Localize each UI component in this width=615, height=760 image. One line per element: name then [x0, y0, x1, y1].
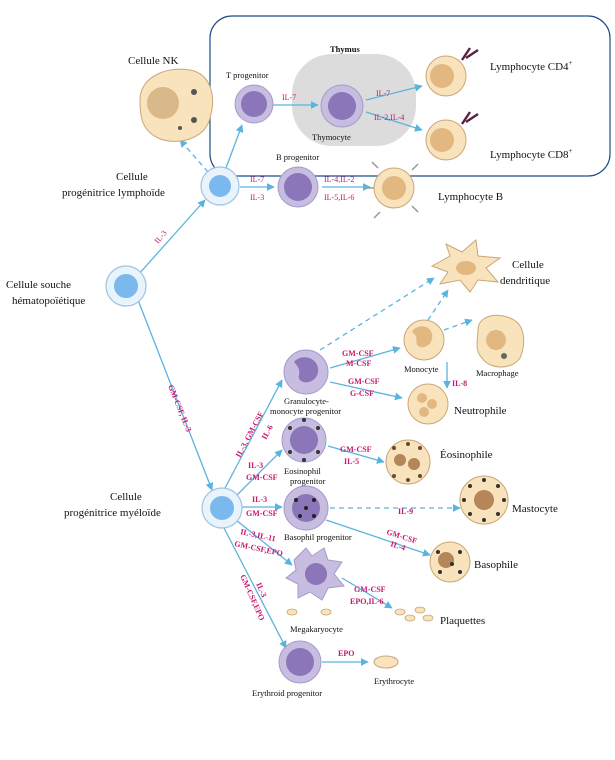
b-lymphocyte-cell [366, 161, 419, 219]
neutrophil-cell [407, 383, 449, 425]
label-gm-prog-2: monocyte progenitor [270, 406, 341, 416]
arrows [137, 83, 473, 666]
monocyte-cell [403, 319, 445, 361]
macrophage-cell [476, 314, 525, 368]
cytokine-mono-m: M-CSF [346, 359, 371, 368]
label-eos-prog-1: Eosinophil [284, 466, 321, 476]
mastocyte-cell [459, 475, 509, 525]
stem-cell [105, 265, 147, 307]
erythroid-progenitor-cell [278, 640, 322, 684]
label-nk: Cellule NK [128, 55, 178, 67]
thymocyte-cell [320, 84, 364, 128]
cytokine-b-il3: IL-3 [250, 193, 264, 202]
label-b-progenitor: B progenitor [276, 152, 319, 162]
label-stem-2: hématopoïétique [12, 295, 85, 307]
erythrocyte-cell [373, 655, 399, 669]
label-cd4: Lymphocyte CD4+ [490, 59, 573, 73]
label-megakaryocyte: Megakaryocyte [290, 624, 343, 634]
cytokine-epo: EPO [338, 649, 354, 658]
t-progenitor-cell [234, 84, 274, 124]
cytokine-plt-epo: EPO,IL-6 [350, 597, 384, 606]
label-mastocyte: Mastocyte [512, 503, 558, 515]
cytokine-eos-il5: IL-5 [344, 457, 359, 466]
label-gm-prog-1: Granulocyte- [284, 396, 329, 406]
label-eosinophil: Éosinophile [440, 449, 493, 461]
cytokine-th-il24: IL-2,IL-4 [374, 113, 404, 122]
label-macrophage: Macrophage [476, 368, 519, 378]
cytokine-th-il7: IL-7 [376, 89, 390, 98]
label-stem-1: Cellule souche [6, 279, 71, 291]
dendritic-cell [430, 239, 502, 293]
cytokine-baso-gm: GM-CSF [246, 509, 278, 518]
cytokine-b-il7: IL-7 [250, 175, 264, 184]
eosinophil-progenitor-cell [281, 417, 327, 463]
b-progenitor-cell [277, 166, 319, 208]
cytokine-b-il56: IL-5,IL-6 [324, 193, 354, 202]
myeloid-progenitor-cell [201, 487, 243, 529]
cytokine-eos-gm2: GM-CSF [340, 445, 372, 454]
label-cd8: Lymphocyte CD8+ [490, 147, 573, 161]
lymphoid-progenitor-cell [200, 166, 240, 206]
label-thymocyte: Thymocyte [312, 132, 351, 142]
cytokine-plt-gm: GM-CSF [354, 585, 386, 594]
cytokine-neut-g: G-CSF [350, 389, 374, 398]
platelets-cells [286, 606, 434, 622]
label-lymphoid-2: progénitrice lymphoïde [62, 187, 165, 199]
label-erythrocyte: Erythrocyte [374, 676, 414, 686]
cytokine-baso-il4: IL-4 [389, 539, 406, 552]
label-eos-prog-2: progenitor [290, 476, 326, 486]
label-myeloid-1: Cellule [110, 491, 142, 503]
basophil-progenitor-cell [283, 485, 329, 531]
label-baso-prog: Basophil progenitor [284, 532, 352, 542]
cytokine-b-il42: IL-4,IL-2 [324, 175, 354, 184]
gm-progenitor-cell [283, 349, 329, 395]
cytokine-mk-gm: GM-CSF,EPO [234, 539, 284, 558]
label-b-lymphocyte: Lymphocyte B [438, 191, 503, 203]
label-lymphoid-1: Cellule [116, 171, 148, 183]
cytokine-il9: IL-9 [398, 507, 413, 516]
label-platelets: Plaquettes [440, 615, 485, 627]
cytokine-mono-gm: GM-CSF [342, 349, 374, 358]
cytokine-eos-gm: GM-CSF [246, 473, 278, 482]
cytokine-myeloid-gm: GM-CSF, IL-3 [166, 383, 193, 433]
cytokine-eos-il3: IL-3 [248, 461, 263, 470]
nk-cell [139, 68, 213, 142]
cd4-lymphocyte-cell [425, 47, 479, 97]
label-t-progenitor: T progenitor [226, 70, 269, 80]
label-thymus: Thymus [330, 44, 360, 54]
eosinophil-cell [385, 439, 431, 485]
label-monocyte: Monocyte [404, 364, 439, 374]
cytokine-neut-gm: GM-CSF [348, 377, 380, 386]
label-dendritic-2: dendritique [500, 275, 550, 287]
cytokine-il8: IL-8 [452, 379, 467, 388]
basophil-cell [429, 541, 471, 583]
cytokine-baso-il3: IL-3 [252, 495, 267, 504]
cytokine-t-il7: IL-7 [282, 93, 296, 102]
label-basophil: Basophile [474, 559, 518, 571]
cytokine-gm-branch2: IL-6 [260, 423, 275, 441]
label-dendritic-1: Cellule [512, 259, 544, 271]
label-erythroid: Erythroid progenitor [252, 688, 322, 698]
cd8-lymphocyte-cell [425, 111, 479, 161]
label-myeloid-2: progénitrice myéloïde [64, 507, 161, 519]
megakaryocyte-cell [285, 547, 345, 601]
label-neutrophil: Neutrophile [454, 405, 507, 417]
